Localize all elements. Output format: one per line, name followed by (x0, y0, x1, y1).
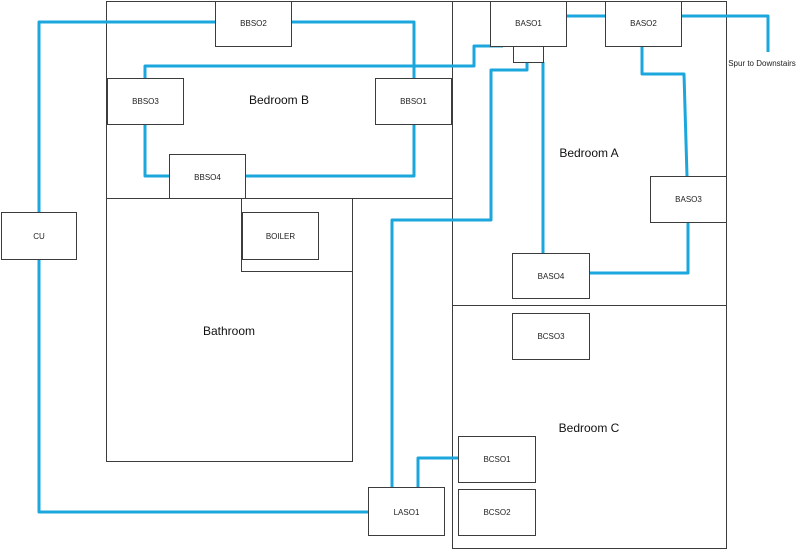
bathroom-boiler-alcove-wall (241, 198, 353, 272)
socket-laso1-label: LASO1 (394, 508, 420, 517)
consumer-unit-label: CU (33, 232, 45, 241)
socket-baso3-label: BASO3 (675, 195, 702, 204)
cable-laso1-to-bcso1 (416, 456, 458, 487)
cable-bbso3-to-baso1 (143, 44, 505, 78)
boiler: BOILER (242, 212, 319, 260)
cable-baso3-to-baso4 (590, 222, 690, 275)
socket-bcso1: BCSO1 (458, 436, 536, 483)
room-labels: Bedroom B Bedroom A Bathroom Bedroom C (203, 93, 620, 435)
cable-baso1-to-laso1 (390, 62, 529, 487)
socket-baso1-label: BASO1 (515, 19, 542, 28)
cable-bbso4-to-bbso1 (245, 124, 416, 178)
socket-bcso3-label: BCSO3 (537, 332, 565, 341)
socket-bbso1-label: BBSO1 (400, 97, 427, 106)
room-label-bedroom-c: Bedroom C (559, 421, 620, 435)
spur-to-downstairs-label: Spur to Downstairs (728, 59, 796, 68)
socket-boxes: BBSO2 BBSO3 BBSO1 BBSO4 BASO1 BASO2 BASO… (1, 1, 727, 536)
room-label-bathroom: Bathroom (203, 324, 255, 338)
room-label-bedroom-a: Bedroom A (559, 146, 618, 160)
socket-baso2: BASO2 (605, 1, 682, 47)
socket-bcso2: BCSO2 (458, 489, 536, 536)
cable-baso2-to-spur (680, 14, 770, 52)
socket-bbso3: BBSO3 (107, 78, 184, 125)
socket-bbso4: BBSO4 (169, 154, 246, 199)
socket-bbso1: BBSO1 (375, 78, 452, 125)
consumer-unit: CU (1, 212, 77, 260)
boiler-label: BOILER (266, 232, 296, 241)
socket-bbso3-label: BBSO3 (132, 97, 159, 106)
socket-bbso4-label: BBSO4 (194, 173, 221, 182)
cable-cu-to-bbso2 (37, 20, 215, 212)
socket-laso1: LASO1 (368, 487, 445, 536)
cable-bbso3-to-bbso4 (143, 124, 170, 178)
socket-bcso2-label: BCSO2 (483, 508, 511, 517)
socket-baso3: BASO3 (650, 176, 727, 223)
room-label-bedroom-b: Bedroom B (249, 93, 309, 107)
cable-cu-to-laso1 (37, 260, 368, 514)
socket-baso4-label: BASO4 (538, 272, 565, 281)
socket-bbso2: BBSO2 (215, 1, 292, 47)
socket-bcso1-label: BCSO1 (483, 455, 511, 464)
socket-baso1: BASO1 (490, 1, 567, 47)
socket-bbso2-label: BBSO2 (240, 19, 267, 28)
cable-baso2-to-baso3 (640, 47, 689, 177)
bedroom-c-wall (452, 305, 727, 549)
junction-box (513, 46, 544, 63)
cable-runs (37, 14, 770, 514)
cable-bbso2-to-bbso1 (291, 20, 416, 78)
socket-baso2-label: BASO2 (630, 19, 657, 28)
socket-baso4: BASO4 (512, 253, 590, 299)
socket-bcso3: BCSO3 (512, 313, 590, 360)
